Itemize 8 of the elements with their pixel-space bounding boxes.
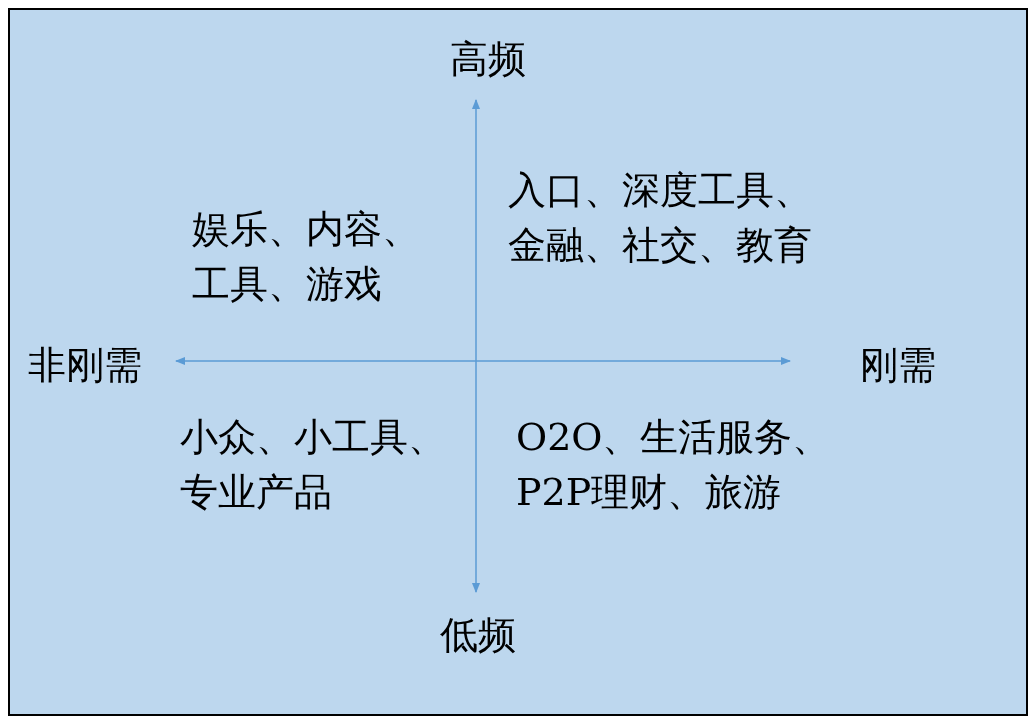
- quadrant-text: 小众、小工具、专业产品: [180, 414, 447, 516]
- axis-label: 非刚需: [28, 342, 142, 389]
- quadrant-text: 娱乐、内容、工具、游戏: [192, 206, 421, 308]
- axis-label: 低频: [440, 612, 516, 659]
- axis-label: 高频: [450, 36, 526, 83]
- quadrant-text: O2O、生活服务、P2P理财、旅游: [516, 414, 832, 516]
- axis-label: 刚需: [860, 342, 936, 389]
- quadrant-text: 入口、深度工具、金融、社交、教育: [508, 167, 813, 269]
